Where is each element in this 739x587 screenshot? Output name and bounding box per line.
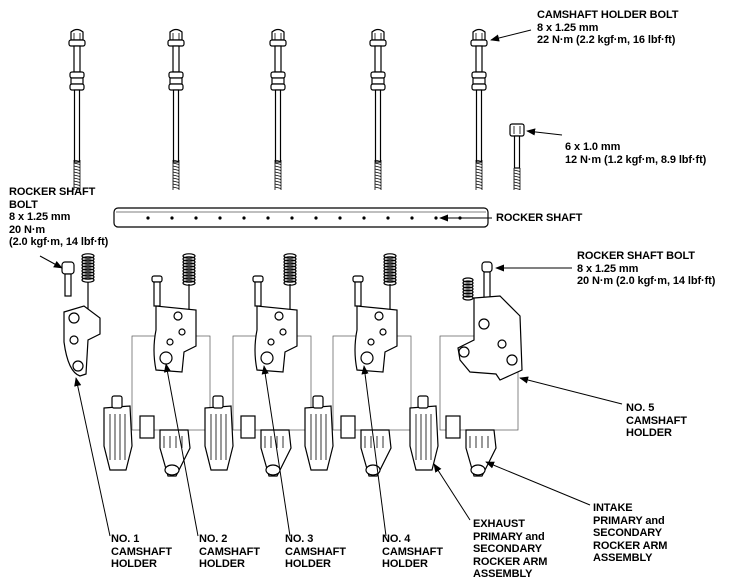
no5-camshaft-holder-label: NO. 5 CAMSHAFT HOLDER [626,402,687,440]
rocker-shaft-bolt-left-size: 8 x 1.25 mm [9,211,71,223]
leader-no2-holder [163,363,199,537]
small-bolt-torque: 12 N·m (1.2 kgf·m, 8.9 lbf·ft) [565,153,707,166]
camshaft-holder-bolt [68,28,86,190]
small-bolt-size: 6 x 1.0 mm [565,141,621,153]
camshaft-holder [131,253,211,431]
no5-line2: CAMSHAFT [626,414,687,427]
rocker-shaft-bolt-left-torque2: (2.0 kgf·m, 14 lbf·ft) [9,236,109,248]
no2-line1: NO. 2 [199,533,228,545]
leader-rocker-shaft-bolt-left [39,255,63,269]
exhaust-line1: EXHAUST [473,518,525,530]
rocker-shaft-bolt-left-line1: ROCKER SHAFT [9,186,96,198]
rocker-shaft [113,207,489,228]
rocker-shaft-bolt-left-label: ROCKER SHAFT BOLT 8 x 1.25 mm 20 N·m (2.… [9,186,108,249]
leader-small-bolt [526,128,563,136]
no3-line2: CAMSHAFT [285,545,346,558]
intake-line2: PRIMARY and [593,514,665,527]
no1-line1: NO. 1 [111,533,140,545]
no4-line3: HOLDER [382,558,428,570]
small-bolt-label: 6 x 1.0 mm 12 N·m (1.2 kgf·m, 8.9 lbf·ft… [565,141,706,166]
rocker-arm-assembly [103,395,191,477]
leader-exhaust-rocker [433,463,471,521]
no2-line3: HOLDER [199,558,245,570]
rocker-arm-assembly [304,395,392,477]
rocker-shaft-bolt-right-name: ROCKER SHAFT BOLT [577,250,695,262]
camshaft-holder-bolt-label: CAMSHAFT HOLDER BOLT 8 x 1.25 mm 22 N·m … [537,9,679,47]
camshaft-holder-bolt-name: CAMSHAFT HOLDER BOLT [537,9,679,21]
leader-no3-holder [261,365,291,537]
no2-line2: CAMSHAFT [199,545,260,558]
rocker-shaft-text: ROCKER SHAFT [496,212,583,224]
camshaft-holder-bolt [269,28,287,190]
intake-line5: ASSEMBLY [593,552,653,564]
no3-camshaft-holder-label: NO. 3 CAMSHAFT HOLDER [285,533,346,571]
no4-line1: NO. 4 [382,533,411,545]
camshaft-holder [332,253,412,431]
leader-no4-holder [361,365,387,537]
leader-intake-rocker [485,461,591,506]
camshaft-holder-bolt-size: 8 x 1.25 mm [537,21,599,34]
no1-camshaft-holder-label: NO. 1 CAMSHAFT HOLDER [111,533,172,571]
no1-line2: CAMSHAFT [111,545,172,558]
camshaft-holder-no5 [439,261,523,431]
rocker-shaft-bolt-left-torque1: 20 N·m [9,223,46,236]
exhaust-line4: ROCKER ARM [473,555,548,568]
exhaust-rocker-arm-label: EXHAUST PRIMARY and SECONDARY ROCKER ARM… [473,518,547,581]
rocker-shaft-label: ROCKER SHAFT [496,212,582,225]
intake-line4: ROCKER ARM [593,539,668,552]
rocker-shaft-bolt-right-torque: 20 N·m (2.0 kgf·m, 14 lbf·ft) [577,275,716,287]
exhaust-line5: ASSEMBLY [473,568,533,580]
no5-line1: NO. 5 [626,402,655,414]
no4-line2: CAMSHAFT [382,545,443,558]
camshaft-holder-bolt [167,28,185,190]
no4-camshaft-holder-label: NO. 4 CAMSHAFT HOLDER [382,533,443,571]
exhaust-line3: SECONDARY [473,543,542,555]
no1-line3: HOLDER [111,558,157,570]
intake-line1: INTAKE [593,502,633,514]
leader-no1-holder [74,377,111,537]
intake-line3: SECONDARY [593,527,662,539]
intake-rocker-arm-label: INTAKE PRIMARY and SECONDARY ROCKER ARM … [593,502,667,565]
camshaft-holder-bolt [470,28,488,190]
small-bolt [509,123,525,190]
no3-line3: HOLDER [285,558,331,570]
rocker-shaft-bolt-right-size: 8 x 1.25 mm [577,262,639,275]
camshaft-holder [232,253,312,431]
no5-line3: HOLDER [626,427,672,439]
camshaft-holder-no1 [61,253,101,377]
rocker-shaft-bolt-right-label: ROCKER SHAFT BOLT 8 x 1.25 mm 20 N·m (2.… [577,250,715,288]
rocker-arm-assembly [204,395,292,477]
rocker-arm-assembly [409,395,497,477]
camshaft-holder-bolt [369,28,387,190]
leader-no5-holder [519,376,623,405]
rocker-shaft-bolt-left-line2: BOLT [9,198,38,211]
leader-camshaft-holder-bolt [490,29,532,42]
camshaft-holder-bolt-torque: 22 N·m (2.2 kgf·m, 16 lbf·ft) [537,34,676,46]
no2-camshaft-holder-label: NO. 2 CAMSHAFT HOLDER [199,533,260,571]
exhaust-line2: PRIMARY and [473,530,545,543]
no3-line1: NO. 3 [285,533,314,545]
